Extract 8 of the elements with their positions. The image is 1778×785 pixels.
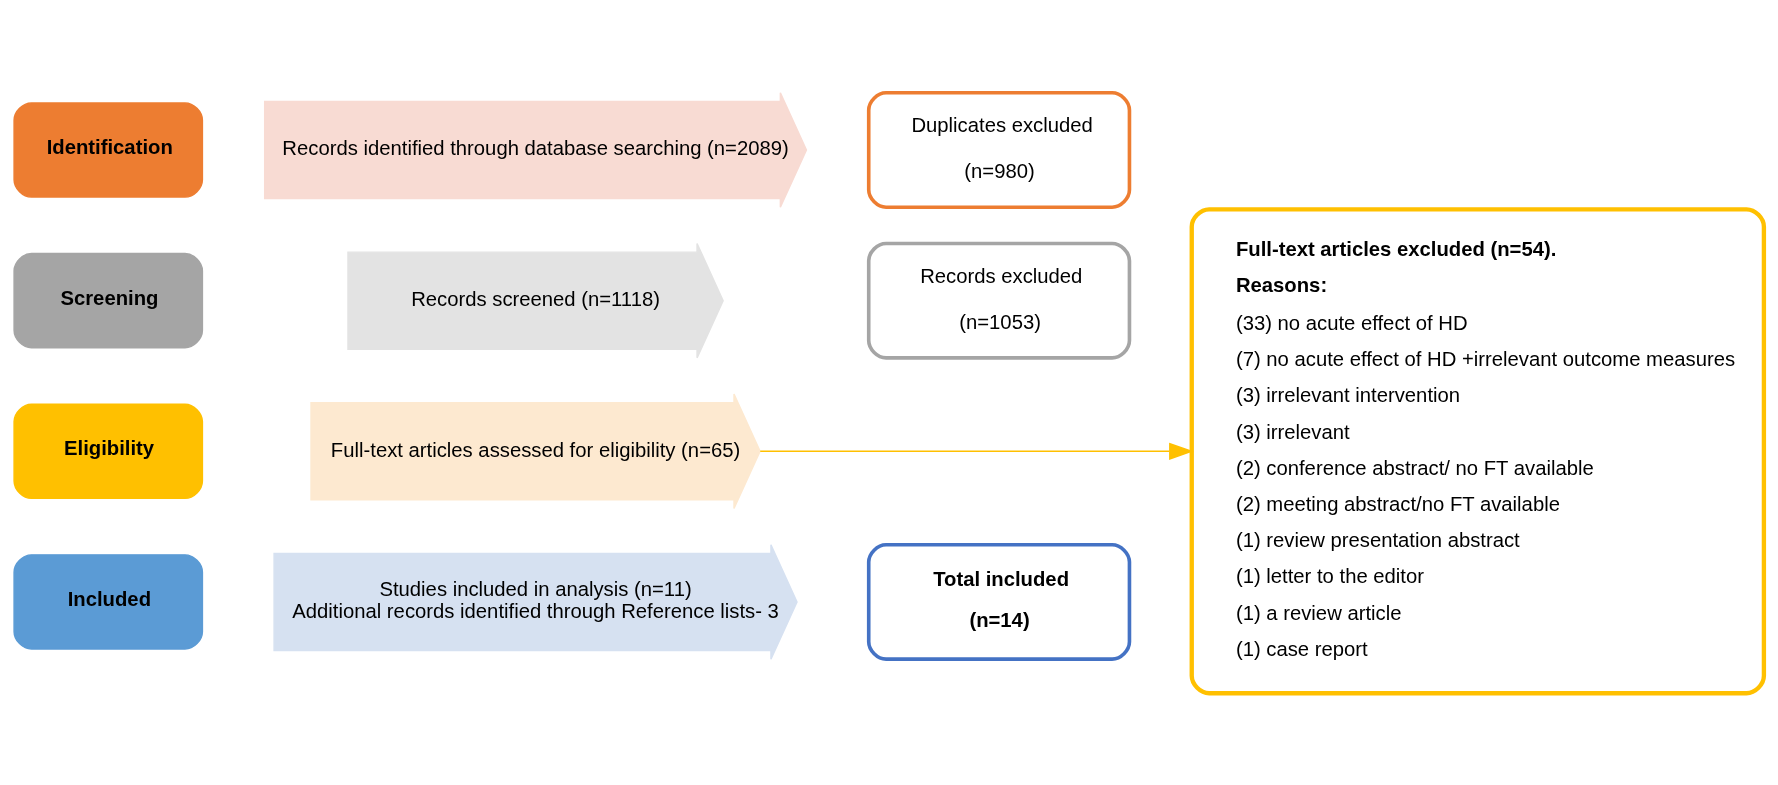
node-box: Screening	[13, 252, 204, 348]
node-box: Full-text articles excluded (n=54). Reasons: (33) no acute effect of HD (7) no acute effect of HD +irrelevant outcome measures (3) irrelevant intervention (3) irrelevant (2) conference abstract/ no FT available (2) meeting abstract/no FT available (1) review presentation abstract (1) letter to the editor (1) a review article (1) case report	[1189, 206, 1767, 695]
node-box: Total included (n=14)	[866, 542, 1132, 661]
node-box: Included	[13, 553, 204, 650]
node-box: Duplicates excluded (n=980)	[866, 90, 1132, 209]
node-box: Identification	[13, 101, 204, 198]
node-box: Records excluded (n=1053)	[866, 241, 1132, 360]
node-box: Eligibility	[13, 403, 204, 499]
